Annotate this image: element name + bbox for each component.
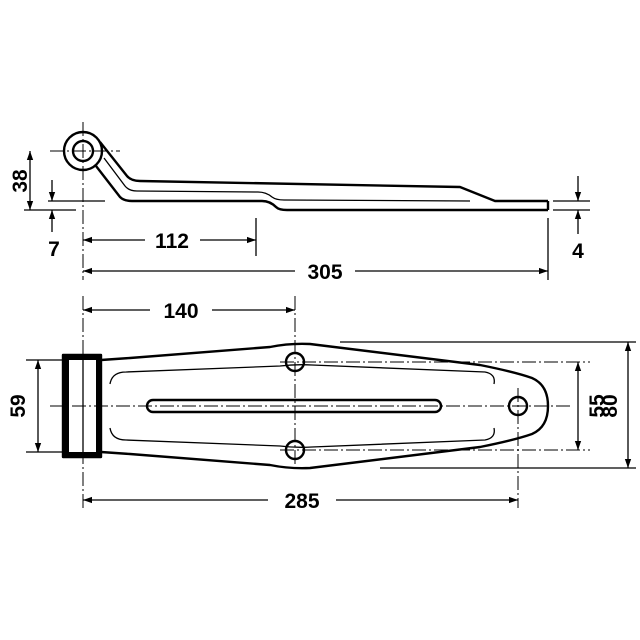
dim-55-label: 55	[586, 394, 609, 418]
side-view: 38 7 112 305 4	[9, 122, 590, 284]
top-rib-upper	[109, 364, 495, 385]
dim-38-label: 38	[9, 169, 32, 193]
dim-140-label: 140	[163, 300, 198, 323]
side-leaf-bottom	[95, 165, 548, 212]
top-rib-lower	[109, 427, 495, 448]
dim-305-label: 305	[307, 261, 342, 284]
side-leaf-top	[99, 141, 548, 203]
dim-7-label: 7	[48, 238, 60, 261]
dim-80-label: 80	[599, 394, 622, 417]
dim-285-label: 285	[284, 490, 319, 513]
dim-4-label: 4	[572, 240, 584, 263]
dim-112-label: 112	[155, 230, 189, 253]
side-leaf-inner	[103, 157, 471, 202]
dim-59-label: 59	[7, 394, 30, 417]
top-view: 140 59 55 80 285	[7, 296, 636, 513]
